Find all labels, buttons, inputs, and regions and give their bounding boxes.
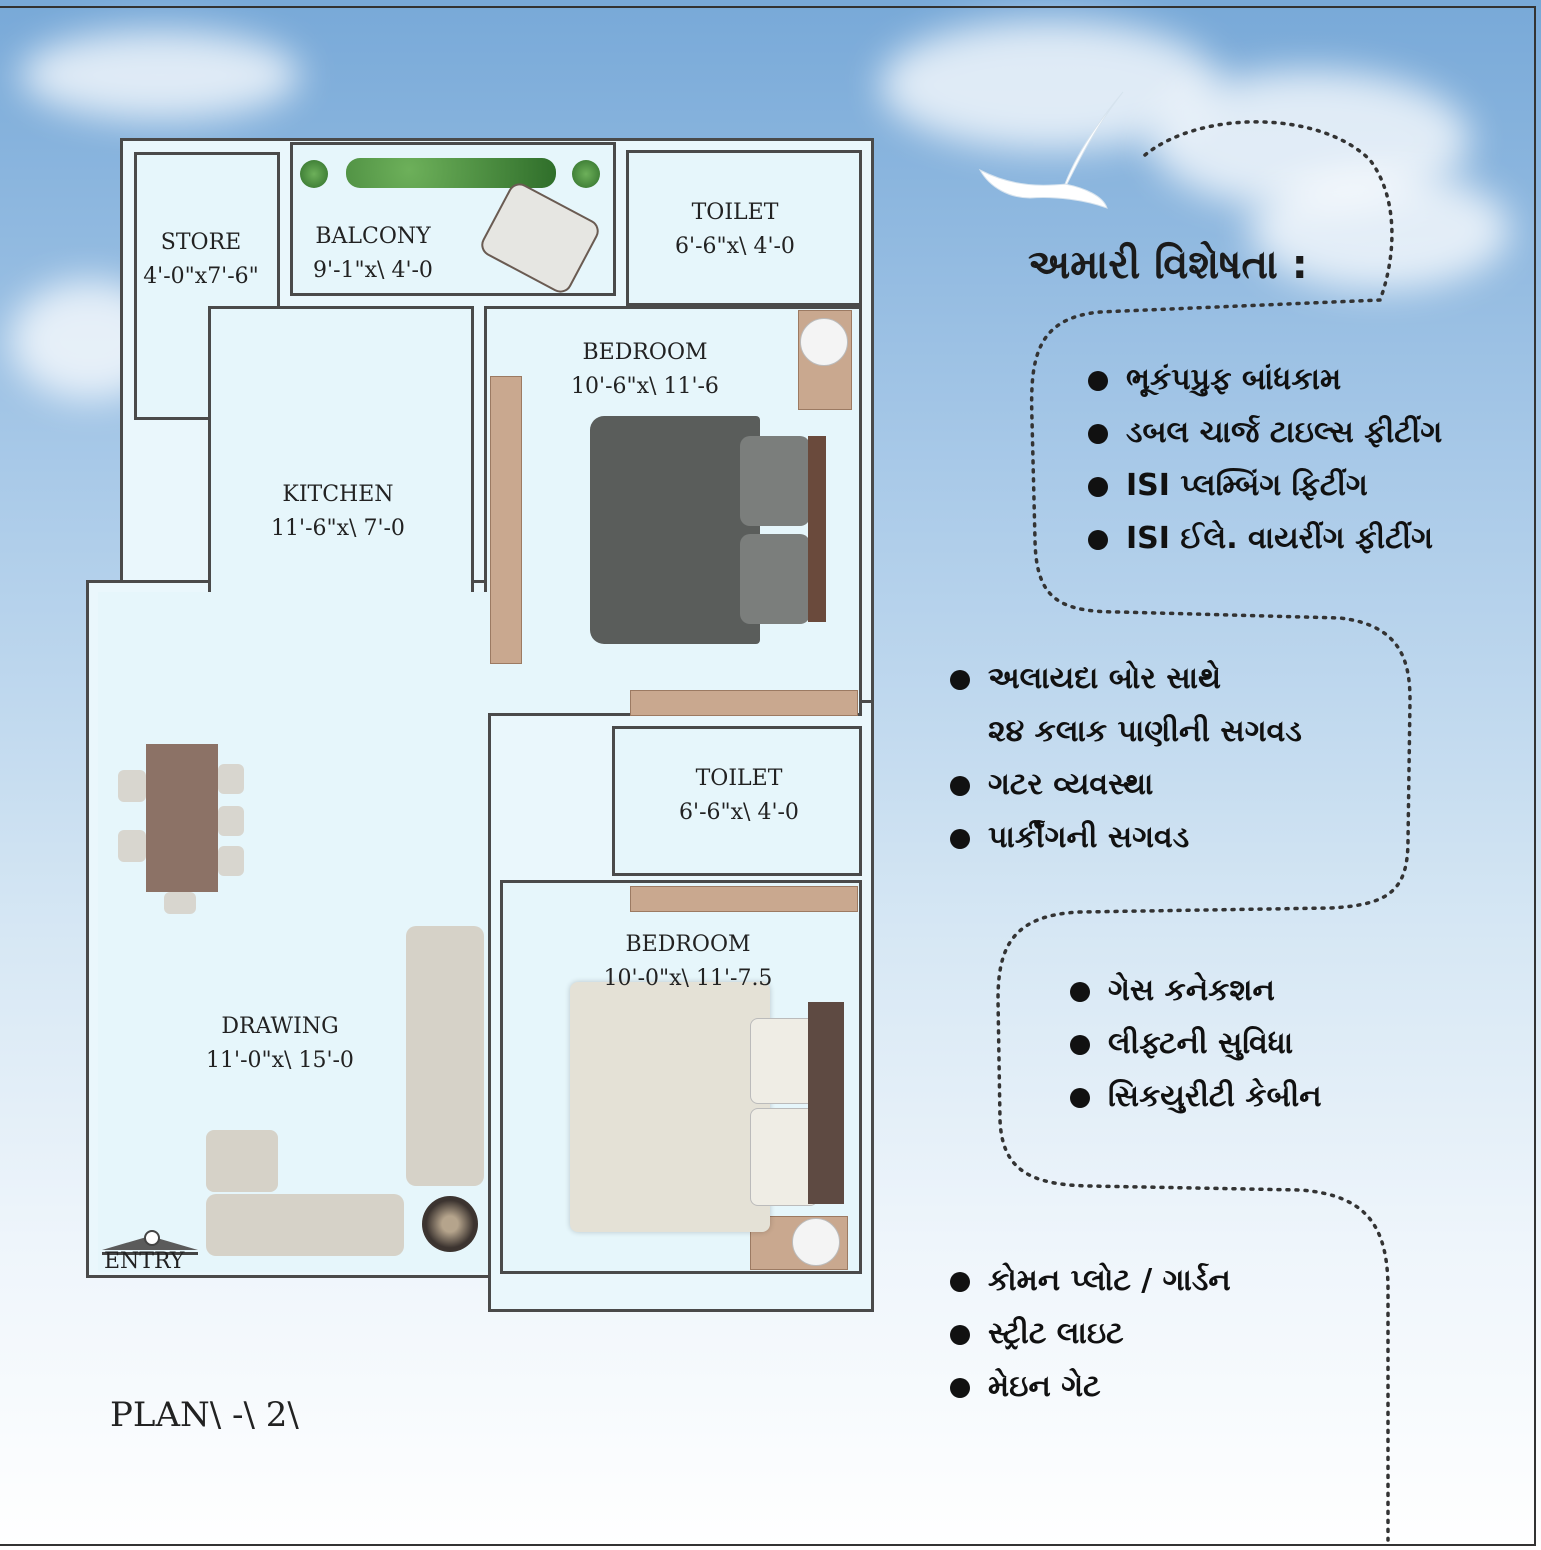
cloud bbox=[1250, 170, 1510, 290]
feature-list-4: કોમન પ્લોટ / ગાર્ડન સ્ટ્રીટ લાઇટ મેઇન ગે… bbox=[950, 1254, 1231, 1413]
room-size: 11'-0"x\ 15'-0 bbox=[206, 1048, 354, 1073]
wardrobe-panel bbox=[630, 886, 858, 912]
room-name: BALCONY bbox=[315, 224, 431, 249]
feature-item: પાર્કીંગની સગવડ bbox=[950, 811, 1302, 864]
feature-item: અલાયદા બોર સાથે bbox=[950, 652, 1302, 705]
plant-icon bbox=[572, 160, 600, 188]
room-name: BEDROOM bbox=[582, 340, 708, 365]
store-label: STORE 4'-0"x7'-6" bbox=[140, 226, 262, 294]
feature-item: ISI ઈલે. વાયરીંગ ફીટીંગ bbox=[1088, 512, 1442, 565]
dining-table-icon bbox=[146, 744, 218, 892]
wardrobe-panel bbox=[490, 376, 522, 664]
frame-top bbox=[0, 6, 1536, 8]
features-title: અમારી વિશેષતા : bbox=[1028, 242, 1308, 288]
toilet-top bbox=[626, 150, 862, 306]
drawing-label: DRAWING 11'-0"x\ 15'-0 bbox=[196, 1010, 364, 1078]
feature-item: ડબલ ચાર્જ ટાઇલ્સ ફીટીંગ bbox=[1088, 406, 1442, 459]
room-size: 10'-0"x\ 11'-7.5 bbox=[603, 966, 773, 991]
armchair-icon bbox=[206, 1130, 278, 1192]
room-size: 6'-6"x\ 4'-0 bbox=[679, 800, 799, 825]
lamp-icon bbox=[800, 318, 848, 366]
plant-icon bbox=[300, 160, 328, 188]
sofa-icon bbox=[206, 1194, 404, 1256]
cloud bbox=[20, 30, 300, 120]
toilet-bottom-label: TOILET 6'-6"x\ 4'-0 bbox=[664, 762, 814, 830]
bird-icon bbox=[978, 91, 1124, 209]
room-name: TOILET bbox=[695, 766, 783, 791]
bed-dark-icon bbox=[590, 416, 826, 644]
chair-icon bbox=[218, 806, 244, 836]
chair-icon bbox=[218, 764, 244, 794]
feature-list-3: ગેસ કનેકશન લીફ્ટની સુવિધા સિકયુરીટી કેબી… bbox=[1070, 964, 1322, 1123]
room-size: 11'-6"x\ 7'-0 bbox=[271, 516, 405, 541]
store-room bbox=[134, 152, 280, 420]
room-name: BEDROOM bbox=[625, 932, 751, 957]
room-name: STORE bbox=[160, 230, 242, 255]
wardrobe-panel bbox=[630, 690, 858, 716]
bed-light-icon bbox=[570, 982, 846, 1240]
lamp-icon bbox=[792, 1218, 840, 1266]
room-size: 4'-0"x7'-6" bbox=[143, 264, 259, 289]
feature-list-2: અલાયદા બોર સાથે ૨૪ કલાક પાણીની સગવડ ગટર … bbox=[950, 652, 1302, 864]
feature-item: સ્ટ્રીટ લાઇટ bbox=[950, 1307, 1231, 1360]
feature-item: ગટર વ્યવસ્થા bbox=[950, 758, 1302, 811]
frame-bottom bbox=[0, 1544, 1536, 1546]
toilet-top-label: TOILET 6'-6"x\ 4'-0 bbox=[660, 196, 810, 264]
entry-marker-icon bbox=[102, 1230, 198, 1255]
room-size: 6'-6"x\ 4'-0 bbox=[675, 234, 795, 259]
chair-icon bbox=[164, 892, 196, 914]
chair-icon bbox=[118, 770, 146, 802]
toilet-bottom bbox=[612, 726, 862, 876]
feature-item: સિકયુરીટી કેબીન bbox=[1070, 1070, 1322, 1123]
room-size: 9'-1"x\ 4'-0 bbox=[313, 258, 433, 283]
feature-item: મેઇન ગેટ bbox=[950, 1360, 1231, 1413]
feature-item: ભૂકંપપ્રુફ બાંધકામ bbox=[1088, 353, 1442, 406]
room-name: TOILET bbox=[691, 200, 779, 225]
kitchen-label: KITCHEN 11'-6"x\ 7'-0 bbox=[260, 478, 416, 546]
feature-item: કોમન પ્લોટ / ગાર્ડન bbox=[950, 1254, 1231, 1307]
floor-plan: ENTRY STORE 4'-0"x7'-6" BALCONY 9'-1"x\ … bbox=[86, 138, 874, 1312]
room-name: DRAWING bbox=[221, 1014, 339, 1039]
feature-item: લીફ્ટની સુવિધા bbox=[1070, 1017, 1322, 1070]
chair-icon bbox=[218, 846, 244, 876]
room-size: 10'-6"x\ 11'-6 bbox=[571, 374, 719, 399]
feature-item: ISI પ્લમ્બિંગ ફિટીંગ bbox=[1088, 459, 1442, 512]
feature-item: ગેસ કનેકશન bbox=[1070, 964, 1322, 1017]
plan-caption: PLAN\ -\ 2\ bbox=[110, 1395, 299, 1435]
feature-list-1: ભૂકંપપ્રુફ બાંધકામ ડબલ ચાર્જ ટાઇલ્સ ફીટી… bbox=[1088, 353, 1442, 565]
balcony-label: BALCONY 9'-1"x\ 4'-0 bbox=[300, 220, 446, 288]
bedroom-top-label: BEDROOM 10'-6"x\ 11'-6 bbox=[560, 336, 730, 404]
side-table-round-icon bbox=[422, 1196, 478, 1252]
frame-right bbox=[1534, 6, 1536, 1546]
sofa-icon bbox=[406, 926, 484, 1186]
bedroom-bottom-label: BEDROOM 10'-0"x\ 11'-7.5 bbox=[600, 928, 776, 996]
chair-icon bbox=[118, 830, 146, 862]
room-name: KITCHEN bbox=[282, 482, 394, 507]
feature-item-continuation: ૨૪ કલાક પાણીની સગવડ bbox=[988, 714, 1302, 749]
entry-label: ENTRY bbox=[104, 1249, 185, 1274]
